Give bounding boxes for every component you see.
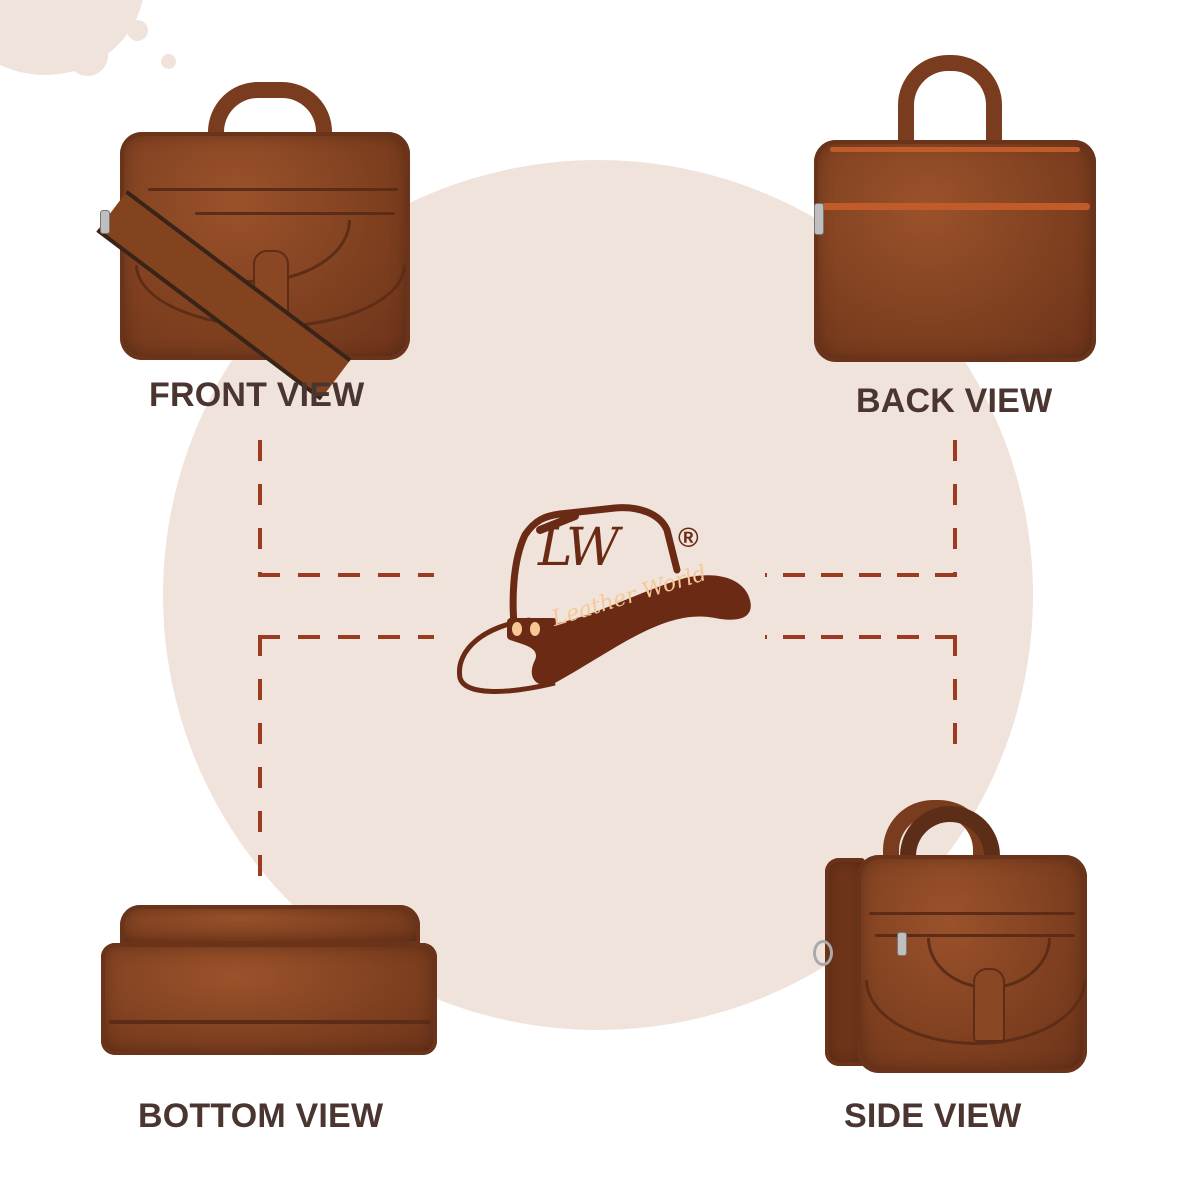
connector-back-horizontal (765, 573, 957, 577)
connector-bottom-vertical (258, 635, 262, 889)
back-view-bag-image (800, 55, 1110, 370)
bag-body (814, 140, 1096, 362)
front-view-label: FRONT VIEW (149, 376, 365, 414)
bag-body (101, 943, 437, 1055)
connector-back-vertical (953, 440, 957, 576)
bag-seam (148, 188, 398, 191)
side-view-label: SIDE VIEW (844, 1097, 1022, 1135)
bag-seam (195, 212, 395, 215)
registered-mark: ® (678, 522, 699, 553)
zipper-pull-icon (100, 210, 110, 234)
bag-seam (869, 912, 1075, 915)
connector-side-horizontal (765, 635, 957, 639)
decor-dot-small (127, 20, 148, 41)
connector-front-horizontal (258, 573, 434, 577)
side-view-bag-image (805, 800, 1105, 1080)
brand-monogram: LW (538, 518, 619, 578)
cowboy-hat-logo-icon (456, 504, 751, 694)
decor-dot-medium (67, 35, 108, 76)
top-zipper-track (830, 147, 1080, 152)
back-pocket-zipper (822, 203, 1090, 210)
front-view-bag-image (96, 80, 430, 401)
bottom-view-label: BOTTOM VIEW (138, 1097, 384, 1135)
bottom-view-bag-image (95, 905, 440, 1060)
connector-front-vertical (258, 440, 262, 576)
decor-dot-tiny (161, 54, 176, 69)
strap-ring-icon (813, 940, 833, 966)
bag-seam (109, 1020, 431, 1024)
connector-bottom-horizontal (258, 635, 434, 639)
bag-top-edge (120, 905, 420, 945)
zipper-pull-icon (897, 932, 907, 956)
brand-logo: LW ® Leather World (445, 500, 765, 700)
back-view-label: BACK VIEW (856, 382, 1053, 420)
zipper-pull-icon (814, 203, 824, 235)
bag-seam (875, 934, 1075, 937)
connector-side-vertical (953, 635, 957, 767)
